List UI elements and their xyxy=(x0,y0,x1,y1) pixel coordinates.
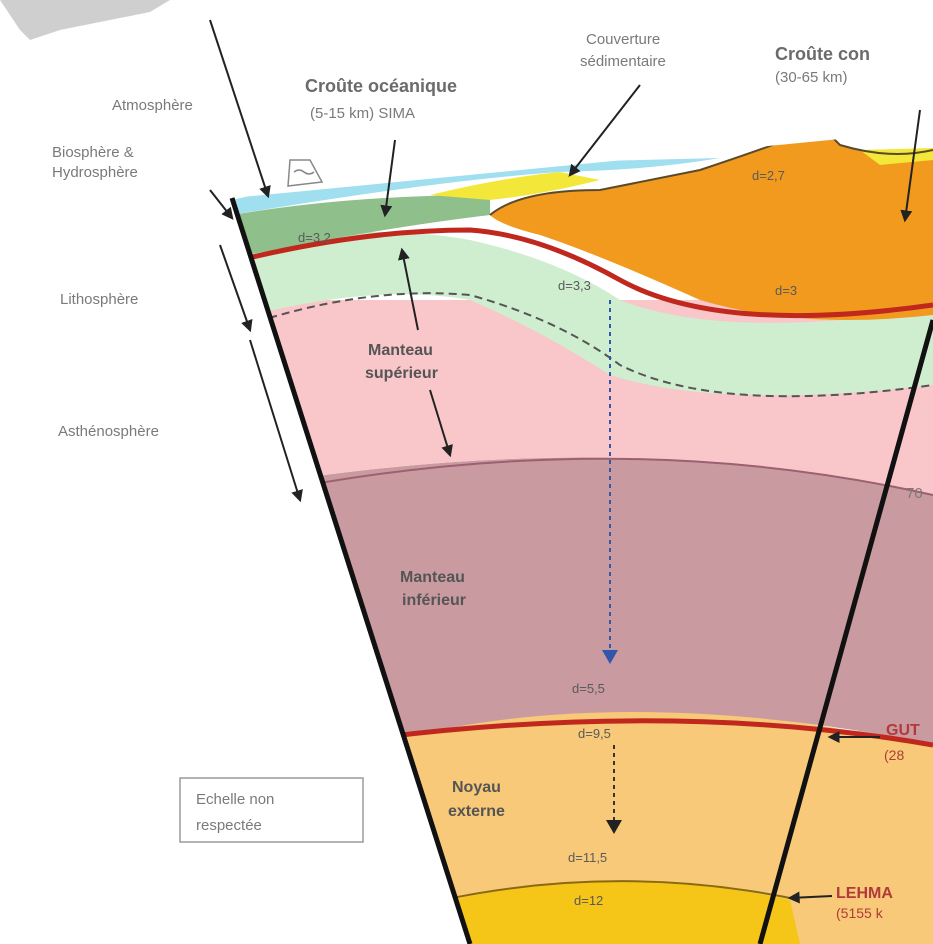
density-cont-top: d=2,7 xyxy=(752,168,785,183)
label-cont-crust-1: Croûte con xyxy=(775,44,870,64)
label-ocean-crust-2: (5-15 km) SIMA xyxy=(310,105,415,122)
label-biosphere-1: Biosphère & xyxy=(52,144,134,161)
label-outer-core-1: Noyau xyxy=(452,779,501,796)
density-mantle-lower: d=5,5 xyxy=(572,681,605,696)
label-outer-core-2: externe xyxy=(448,803,505,820)
label-upper-mantle-1: Manteau xyxy=(368,342,433,359)
label-ocean-crust-1: Croûte océanique xyxy=(305,76,457,96)
label-asthenosphere: Asthénosphère xyxy=(58,423,159,440)
label-scale-1: Echelle non xyxy=(196,791,274,808)
atmosphere-arrow xyxy=(210,20,268,196)
label-gutenberg-1: GUT xyxy=(886,722,920,739)
label-lehmann-1: LEHMA xyxy=(836,885,893,902)
density-mantle-upper: d=3,3 xyxy=(558,278,591,293)
label-depth-700: 70 xyxy=(906,485,923,502)
density-core-top: d=9,5 xyxy=(578,726,611,741)
label-atmosphere: Atmosphère xyxy=(112,97,193,114)
label-upper-mantle-2: supérieur xyxy=(365,365,438,382)
lithosphere-arrow xyxy=(220,245,250,330)
corner-artifact xyxy=(0,0,170,40)
label-cont-crust-2: (30-65 km) xyxy=(775,69,848,86)
label-lower-mantle-1: Manteau xyxy=(400,569,465,586)
density-core-bottom: d=11,5 xyxy=(568,850,607,865)
label-sediment-2: sédimentaire xyxy=(580,53,666,70)
label-gutenberg-2: (28 xyxy=(884,747,904,763)
wave-icon xyxy=(288,160,322,186)
label-lower-mantle-2: inférieur xyxy=(402,592,466,609)
density-cont-low: d=3 xyxy=(775,283,797,298)
label-scale-2: respectée xyxy=(196,817,262,834)
biosphere-arrow xyxy=(210,190,232,218)
label-biosphere-2: Hydrosphère xyxy=(52,164,138,181)
label-lehmann-2: (5155 k xyxy=(836,905,884,921)
density-ocean: d=3,2 xyxy=(298,230,331,245)
density-core-inner: d=12 xyxy=(574,893,603,908)
label-lithosphere: Lithosphère xyxy=(60,291,138,308)
label-sediment-1: Couverture xyxy=(586,31,660,48)
